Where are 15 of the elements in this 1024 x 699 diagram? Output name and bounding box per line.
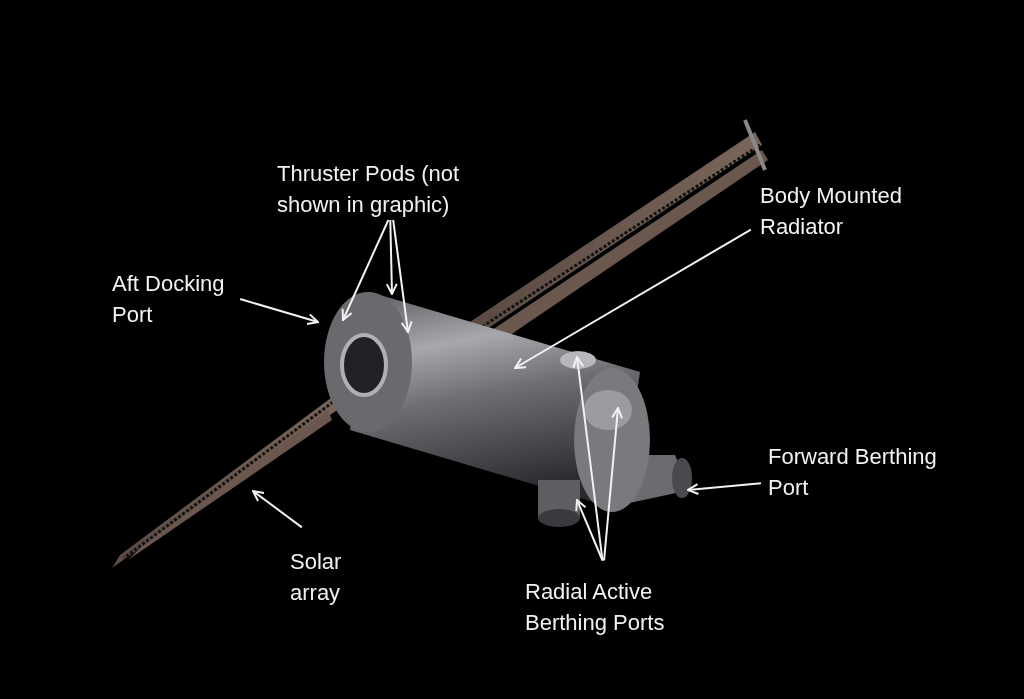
callout-label: Solar array (290, 548, 343, 607)
callout-label: Radial Active Berthing Ports (525, 578, 666, 637)
callout-label: Body Mounted Radiator (760, 182, 903, 241)
callout-label: Aft Docking Port (112, 270, 226, 329)
leader-arrow (385, 219, 398, 295)
callout-label: Thruster Pods (not shown in graphic) (277, 160, 461, 219)
callout-label: Forward Berthing Port (768, 443, 938, 502)
leader-arrow (575, 499, 604, 562)
leader-arrow (341, 219, 390, 321)
leader-arrow (392, 219, 413, 333)
leader-arrow (687, 482, 762, 496)
leader-arrow (239, 298, 319, 325)
leader-arrow (603, 407, 624, 562)
leader-arrow (252, 490, 303, 529)
leader-arrow (514, 228, 752, 369)
